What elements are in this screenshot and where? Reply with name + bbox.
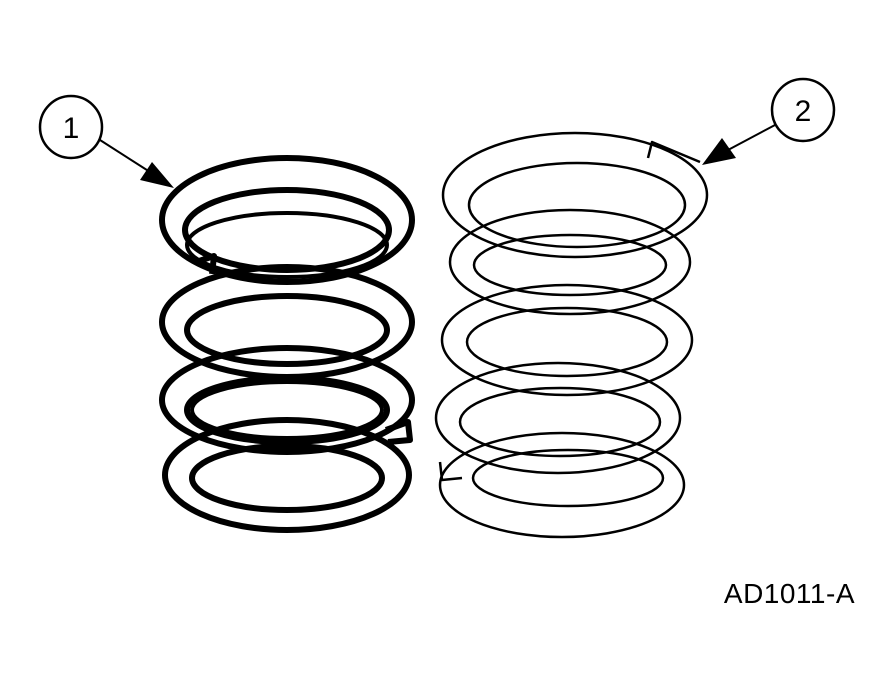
- callout-2-arrowhead: [702, 138, 736, 165]
- callout-1-arrowhead: [140, 162, 174, 188]
- callout-1: 1: [38, 94, 174, 188]
- spring-2: [434, 131, 709, 539]
- callout-2-leader: [727, 124, 776, 151]
- callout-1-leader: [99, 139, 151, 173]
- figure-id: AD1011-A: [723, 578, 855, 609]
- callout-2: 2: [702, 77, 836, 165]
- callout-1-number: 1: [63, 112, 80, 145]
- callout-2-number: 2: [795, 95, 812, 128]
- spring-1: [159, 155, 415, 533]
